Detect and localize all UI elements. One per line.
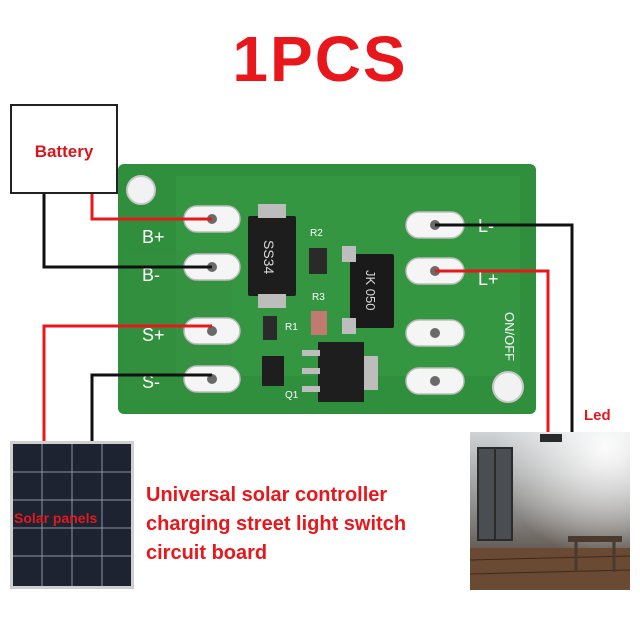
label-r2: R2 — [310, 228, 323, 239]
led-label: Led — [584, 407, 611, 424]
description-line: circuit board — [146, 542, 268, 564]
label-b-minus: B- — [142, 265, 160, 285]
solar-panels-label: Solar panels — [14, 510, 98, 526]
wire-solar-minus — [90, 373, 212, 450]
resistor-r1 — [263, 316, 277, 340]
label-on-off: ON/OFF — [502, 312, 517, 361]
description-line: Universal solar controller — [146, 484, 388, 506]
mounting-hole — [126, 175, 156, 205]
label-r1: R1 — [285, 322, 298, 333]
description: Universal solar controller charging stre… — [146, 481, 486, 568]
label-r3: R3 — [312, 292, 325, 303]
resistor-r2 — [309, 248, 327, 274]
headline-title: 1PCS — [232, 23, 408, 95]
chip-jk050 — [350, 254, 394, 328]
wire-led-minus — [435, 223, 574, 432]
wire-battery-plus — [90, 194, 212, 221]
wire-solar-plus — [42, 324, 212, 450]
wire-battery-minus — [42, 194, 212, 269]
label-s-plus: S+ — [142, 325, 165, 345]
battery-label: Battery — [34, 142, 94, 161]
wires — [42, 194, 574, 450]
description-line: charging street light switch — [146, 513, 407, 535]
label-s-minus: S- — [142, 372, 160, 392]
solar-panel-image — [10, 441, 134, 589]
label-ss34: SS34 — [261, 240, 277, 274]
wire-led-plus — [435, 269, 550, 432]
led-scene-image — [469, 432, 631, 590]
label-jk050: JK 050 — [363, 270, 378, 310]
mosfet — [318, 342, 364, 402]
transistor-q1 — [262, 356, 284, 386]
resistor-r3 — [311, 311, 327, 335]
label-q1: Q1 — [285, 390, 299, 401]
label-l-plus: L+ — [478, 269, 499, 289]
diode-ss34 — [248, 216, 296, 296]
battery-box — [10, 104, 118, 194]
label-b-plus: B+ — [142, 227, 165, 247]
mounting-hole — [492, 371, 524, 403]
